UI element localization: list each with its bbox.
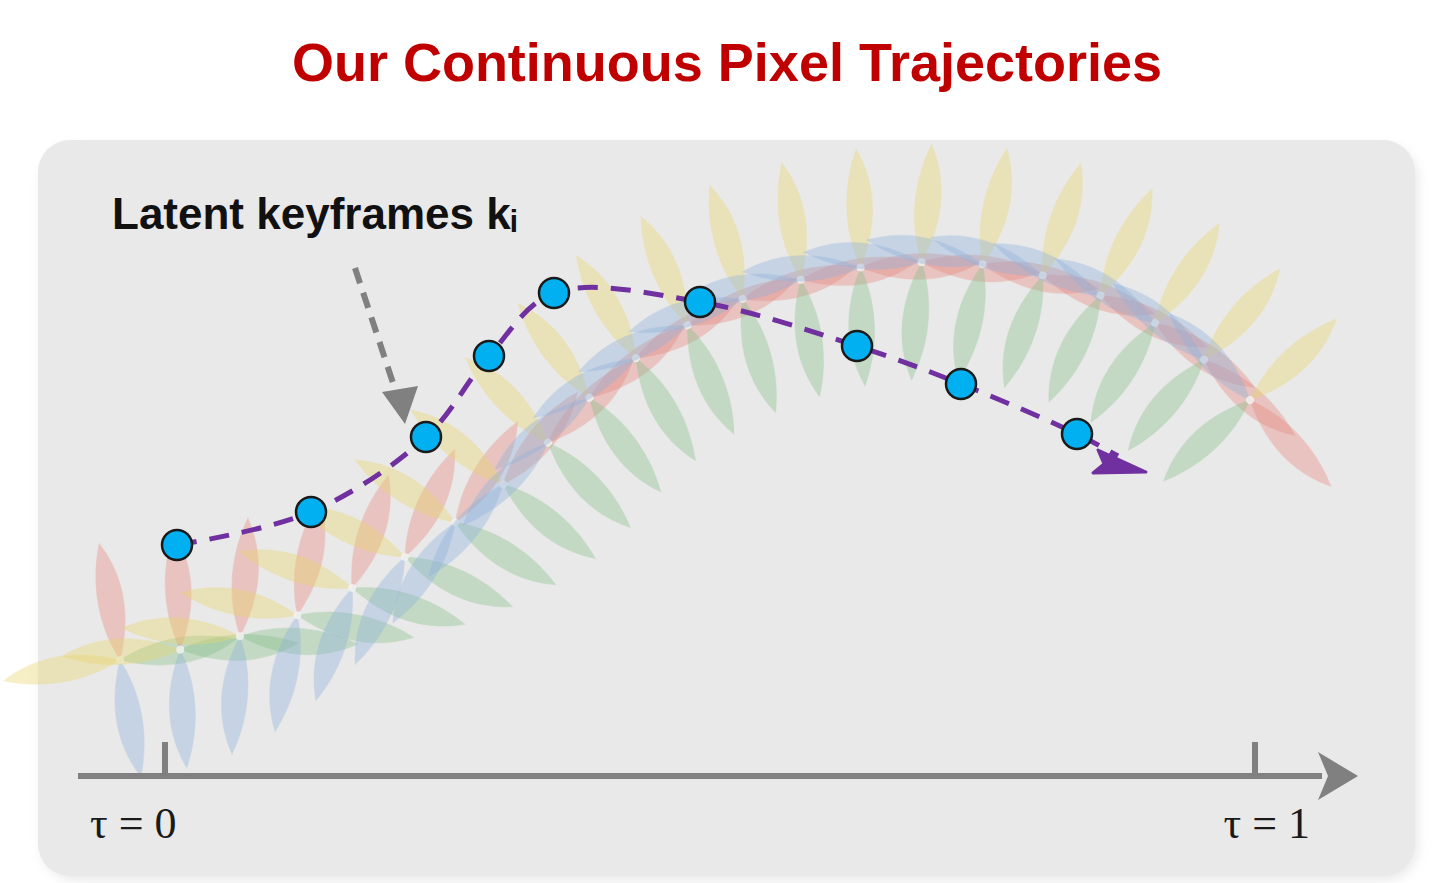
panel: [38, 140, 1415, 876]
pinwheel-blade: [265, 613, 304, 733]
pinwheel: [729, 136, 992, 399]
pinwheel-blade: [306, 584, 359, 705]
pinwheel-blade: [122, 616, 240, 645]
axis-label: τ = 0: [90, 798, 177, 849]
pinwheel-blade: [995, 271, 1050, 392]
pinwheel-hub: [400, 552, 410, 562]
keyframe-dot: [162, 530, 192, 560]
pinwheel-trail: [0, 132, 1417, 804]
pinwheel-blade: [236, 542, 357, 595]
axis-line: [78, 773, 1322, 779]
pinwheel-blade: [231, 518, 260, 636]
pinwheel-hub: [176, 645, 185, 654]
keyframe-dot: [539, 278, 569, 308]
pinwheel-blade: [101, 658, 158, 779]
pinwheel-blade: [1157, 306, 1263, 405]
pinwheel-hub: [1244, 394, 1255, 405]
pinwheel: [423, 231, 756, 564]
pinwheel-hub: [293, 611, 302, 620]
pinwheel-blade: [949, 262, 990, 382]
time-axis: [78, 742, 1358, 800]
pinwheel-hub: [236, 632, 244, 640]
pinwheel-blade: [179, 583, 299, 622]
keyframe-dot: [1062, 419, 1092, 449]
pinwheel: [948, 143, 1253, 448]
pinwheel-blade: [782, 278, 837, 399]
keyframe-dot: [946, 369, 976, 399]
axis-tick: [1252, 742, 1258, 774]
trajectory: [162, 278, 1146, 560]
pinwheel-blade: [841, 267, 882, 387]
callout-label: Latent keyframes kᵢ: [112, 189, 517, 239]
axis-arrowhead: [1318, 752, 1358, 800]
keyframe-dots: [162, 278, 1092, 560]
keyframe-dot: [685, 287, 715, 317]
pinwheel: [297, 364, 614, 681]
figure-title: Our Continuous Pixel Trajectories: [292, 31, 1162, 93]
pinwheel: [658, 137, 944, 423]
pinwheel-blade: [347, 451, 464, 529]
trail-guide: [120, 262, 1250, 660]
pinwheel: [1083, 233, 1416, 566]
pinwheel-blade: [220, 636, 249, 754]
pointer-arrowhead: [382, 386, 418, 424]
pinwheel-blade: [1156, 387, 1255, 493]
axis-label: τ = 1: [1224, 798, 1311, 849]
trajectory-arrowhead: [1093, 450, 1146, 473]
trajectory-curve: [177, 287, 1118, 545]
pinwheel-blade: [1245, 307, 1344, 413]
keyframe-dot: [411, 422, 441, 452]
pinwheel-blade: [1040, 288, 1107, 408]
pinwheel-blade: [670, 322, 749, 439]
pinwheel: [472, 194, 801, 523]
pinwheel-blade: [1237, 395, 1343, 494]
keyframe-dot: [474, 341, 504, 371]
pointer-line: [355, 268, 396, 392]
keyframe-dot: [296, 497, 326, 527]
pinwheel: [590, 146, 895, 451]
pinwheel: [1040, 195, 1369, 524]
keyframe-dot: [842, 331, 872, 361]
axis-tick: [162, 742, 168, 774]
pinwheel-hub: [347, 583, 357, 593]
callout-pointer: [355, 268, 418, 424]
pinwheel: [168, 485, 427, 744]
